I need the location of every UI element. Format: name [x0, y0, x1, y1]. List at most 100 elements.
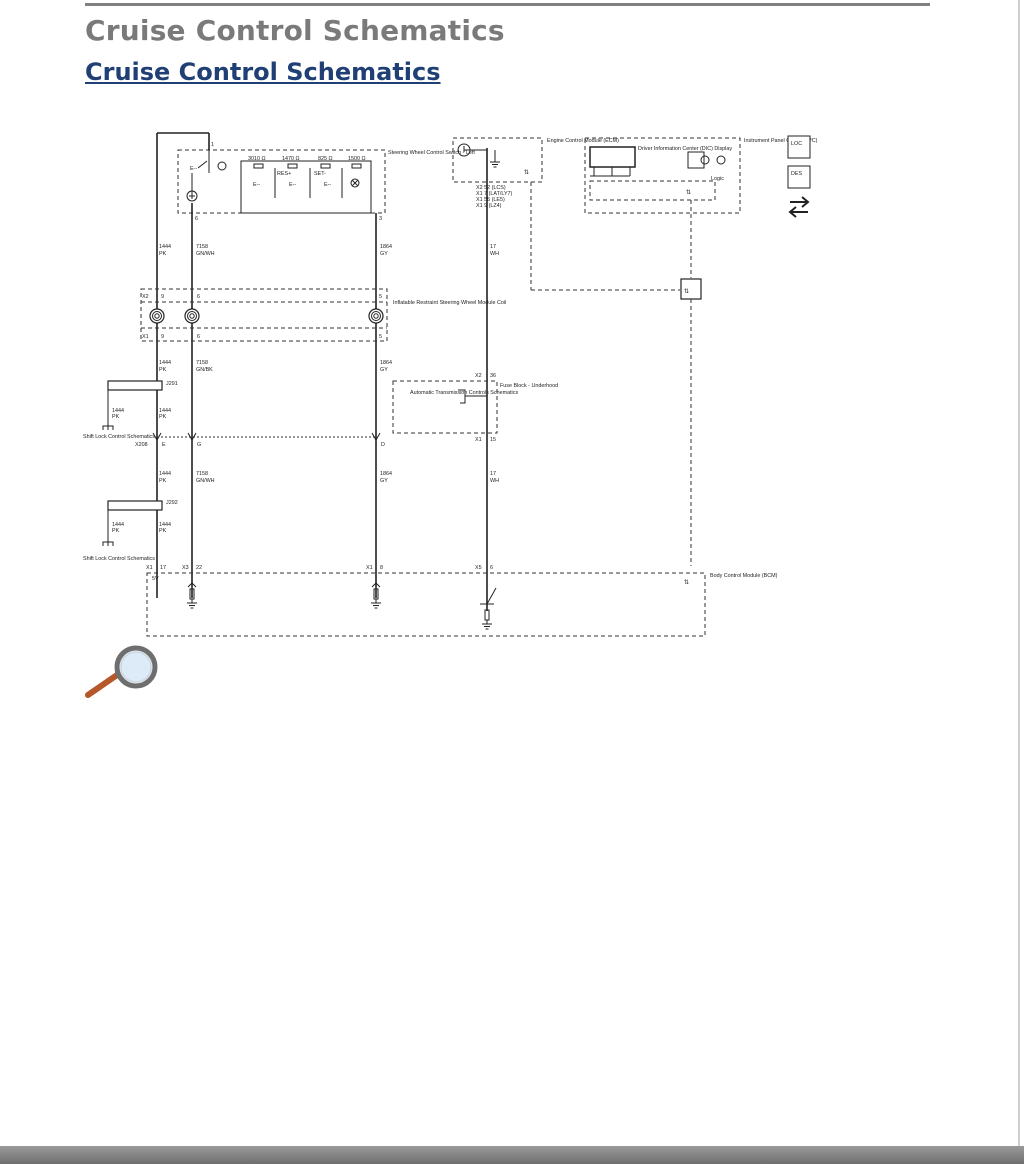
svg-text:DES: DES	[791, 171, 802, 177]
svg-text:Shift Lock Control Schematics: Shift Lock Control Schematics	[83, 556, 155, 562]
atc-label: Automatic Transmission Controls Schemati…	[410, 390, 518, 396]
svg-text:X1: X1	[142, 334, 149, 340]
exchange-arrows-icon	[788, 196, 810, 218]
svg-text:WH: WH	[490, 251, 499, 257]
svg-text:⇅: ⇅	[524, 170, 529, 176]
clockspring-icon	[368, 308, 384, 324]
cruise-control-schematic: Steering Wheel Control Switch - Left 1 E…	[83, 132, 818, 637]
svg-text:1444: 1444	[159, 408, 171, 414]
svg-text:1444: 1444	[159, 522, 171, 528]
svg-text:1444: 1444	[159, 471, 171, 477]
svg-text:⇅: ⇅	[684, 289, 689, 295]
svg-text:RES+: RES+	[277, 171, 291, 177]
svg-text:X3: X3	[182, 565, 189, 571]
svg-text:1444: 1444	[159, 360, 171, 366]
svg-text:X1 9 (LZ4): X1 9 (LZ4)	[476, 203, 502, 209]
svg-text:X1: X1	[366, 565, 373, 571]
svg-text:X208: X208	[135, 442, 148, 448]
svg-text:9: 9	[161, 334, 164, 340]
svg-text:1864: 1864	[380, 471, 392, 477]
svg-text:GN/WH: GN/WH	[196, 251, 215, 257]
svg-text:PK: PK	[159, 478, 167, 484]
svg-text:22: 22	[196, 565, 202, 571]
resistor-1: 3010 Ω	[248, 156, 266, 162]
resistor-4: 1500 Ω	[348, 156, 366, 162]
ground-icon	[186, 598, 198, 609]
svg-text:X1 55 (LE5): X1 55 (LE5)	[476, 197, 505, 203]
svg-text:GY: GY	[380, 251, 388, 257]
svg-text:GY: GY	[380, 478, 388, 484]
svg-text:G: G	[197, 442, 201, 448]
legend-des-icon	[787, 165, 811, 189]
svg-text:E: E	[162, 442, 166, 448]
top-rule	[85, 3, 930, 6]
clockspring-icon	[184, 308, 200, 324]
svg-text:X1: X1	[146, 565, 153, 571]
ground-icon	[481, 619, 493, 630]
dic-label: Driver Information Center (DIC) Display	[638, 146, 732, 152]
ecm-box	[452, 137, 543, 183]
bcm-box	[146, 572, 706, 637]
svg-text:1: 1	[211, 142, 214, 148]
coil-box	[140, 288, 388, 342]
resistor-2: 1470 Ω	[282, 156, 300, 162]
svg-text:SET-: SET-	[314, 171, 326, 177]
svg-text:8: 8	[380, 565, 383, 571]
svg-text:7158: 7158	[196, 244, 208, 250]
magnifier-icon[interactable]	[85, 645, 165, 705]
switch-lamp-icon	[186, 190, 198, 202]
svg-text:Logic: Logic	[711, 176, 724, 182]
svg-text:1864: 1864	[380, 244, 392, 250]
svg-text:PK: PK	[159, 528, 167, 534]
svg-text:PK: PK	[159, 367, 167, 373]
svg-text:6: 6	[195, 216, 198, 222]
svg-text:X1: X1	[475, 437, 482, 443]
coil-label: Inflatable Restraint Steering Wheel Modu…	[393, 300, 506, 306]
svg-text:1444: 1444	[112, 522, 124, 528]
svg-text:15: 15	[490, 437, 496, 443]
svg-text:1444: 1444	[112, 408, 124, 414]
svg-text:X2: X2	[475, 373, 482, 379]
svg-text:J292: J292	[166, 500, 178, 506]
svg-text:5: 5	[379, 294, 382, 300]
svg-text:1864: 1864	[380, 360, 392, 366]
resistor-3: 825 Ω	[318, 156, 333, 162]
dic-display	[589, 146, 636, 168]
ground-icon	[370, 598, 382, 609]
legend-loc-icon	[787, 135, 811, 159]
bcm-label: Body Control Module (BCM)	[710, 573, 778, 579]
svg-text:D: D	[381, 442, 385, 448]
page-title: Cruise Control Schematics	[85, 14, 505, 47]
ecm-label: Engine Control Module (ECM)	[547, 138, 619, 144]
svg-text:X2 52 (LCS): X2 52 (LCS)	[476, 185, 506, 191]
svg-text:GY: GY	[380, 367, 388, 373]
schematic-link[interactable]: Cruise Control Schematics	[85, 58, 441, 86]
page-edge	[1018, 0, 1020, 1146]
svg-text:PK: PK	[112, 528, 120, 534]
svg-text:7158: 7158	[196, 471, 208, 477]
svg-text:6: 6	[490, 565, 493, 571]
svg-text:17: 17	[490, 471, 496, 477]
svg-text:X5: X5	[475, 565, 482, 571]
svg-text:9: 9	[161, 294, 164, 300]
svg-text:6: 6	[197, 294, 200, 300]
ipc-label: Instrument Panel Cluster (IPC)	[744, 138, 818, 144]
svg-text:1444: 1444	[159, 244, 171, 250]
clockspring-icon	[149, 308, 165, 324]
svg-text:3: 3	[379, 216, 382, 222]
svg-text:6: 6	[197, 334, 200, 340]
svg-text:PK: PK	[112, 414, 120, 420]
svg-text:36: 36	[490, 373, 496, 379]
ipc-box	[584, 137, 741, 214]
svg-text:X1 7 (LAT/LY7): X1 7 (LAT/LY7)	[476, 191, 513, 197]
svg-text:PK: PK	[159, 414, 167, 420]
svg-text:Shift Lock Control Schematics: Shift Lock Control Schematics	[83, 434, 155, 440]
svg-text:17: 17	[490, 244, 496, 250]
fuse-block-label: Fuse Block - Underhood	[500, 383, 558, 389]
bottom-scroll-area[interactable]	[0, 1146, 1024, 1164]
ground-icon	[489, 157, 501, 168]
svg-text:PK: PK	[159, 251, 167, 257]
svg-text:J291: J291	[166, 381, 178, 387]
svg-text:⇅: ⇅	[684, 580, 689, 586]
svg-text:5V: 5V	[152, 576, 159, 582]
